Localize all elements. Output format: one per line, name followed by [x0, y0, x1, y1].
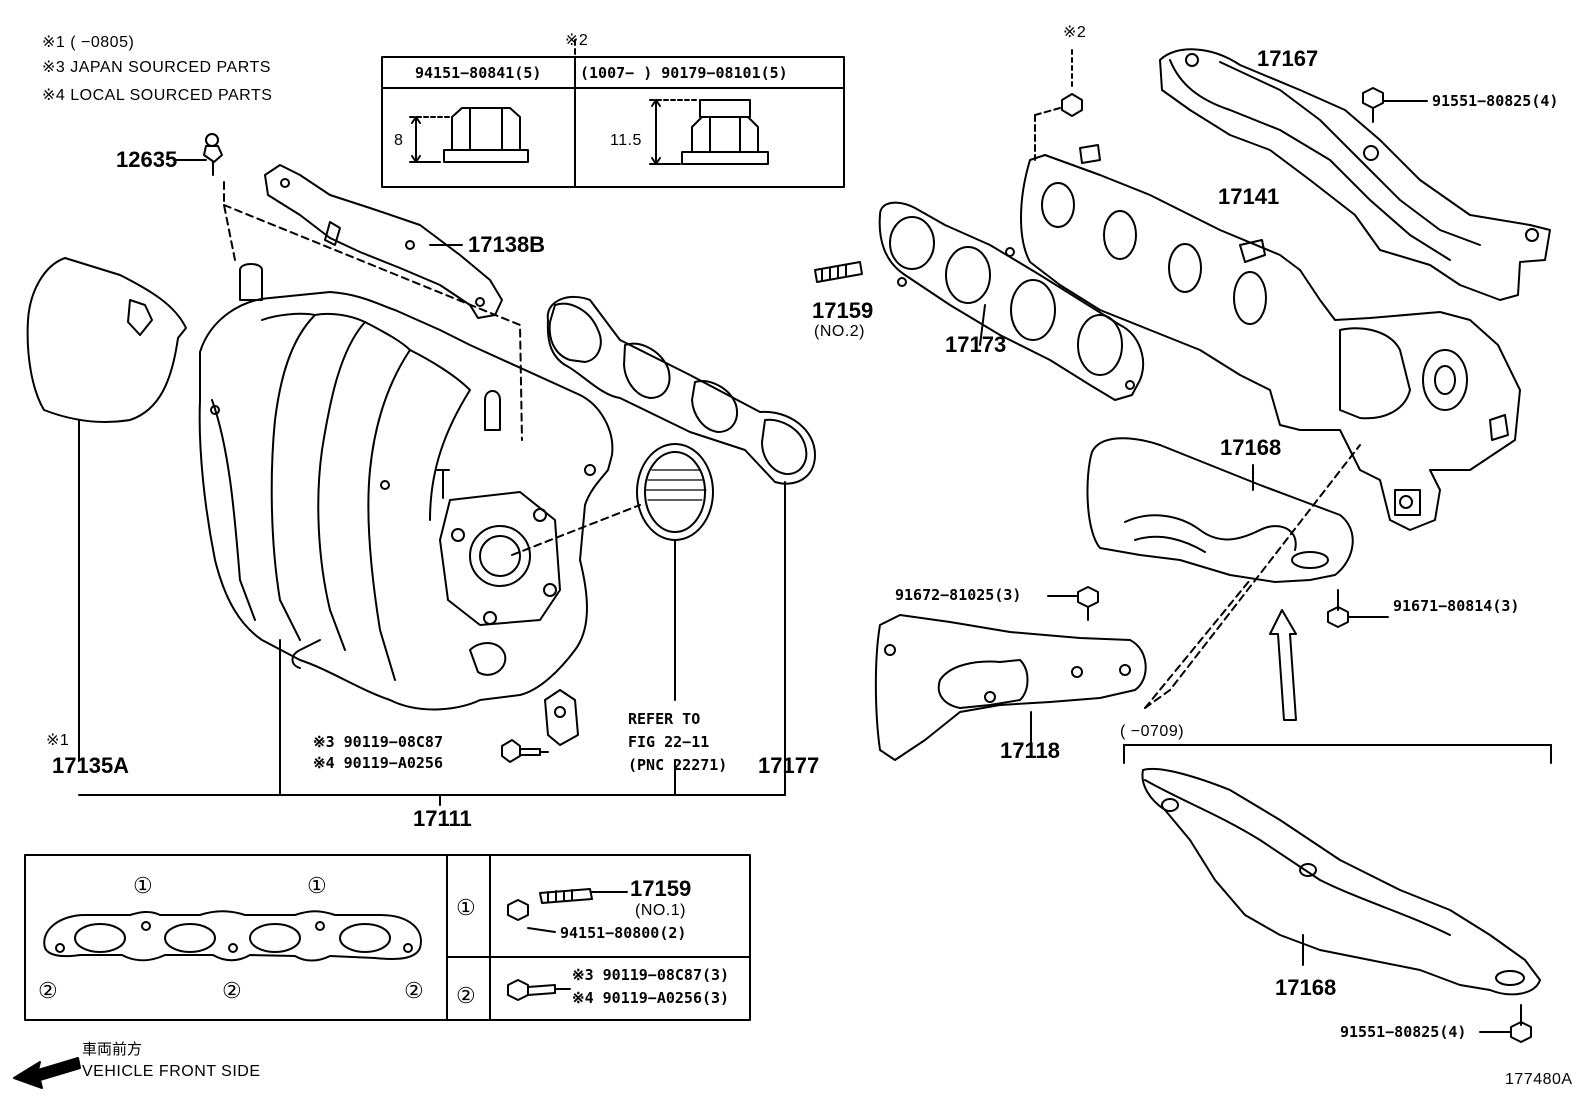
front-arrow-icon — [13, 1057, 81, 1089]
callout-17159: 17159 — [812, 298, 874, 323]
legend-circle-2c: ② — [404, 978, 424, 1003]
callout-91551-top: 91551−80825(4) — [1432, 92, 1559, 110]
refer-line-1: REFER TO — [628, 710, 701, 728]
note-1: ※1 ( −0805) — [42, 34, 135, 51]
legend-row-circle-2: ② — [456, 983, 476, 1008]
callout-17177: 17177 — [758, 753, 820, 778]
callout-17111: 17111 — [413, 806, 472, 831]
throttle-gasket-22271 — [511, 443, 714, 701]
callout-17168-top: 17168 — [1220, 435, 1282, 460]
nut-2-icon — [1061, 49, 1083, 117]
legend-bolt-a: ※3 90119−08C87(3) — [572, 966, 730, 984]
legend-circle-1a: ① — [133, 873, 153, 898]
flange-nut-icon — [409, 107, 529, 163]
note-4: ※4 LOCAL SOURCED PARTS — [42, 87, 273, 104]
callout-91551-bot: 91551−80825(4) — [1340, 1023, 1467, 1041]
up-arrow-icon — [1269, 609, 1297, 721]
stud-legend-box — [24, 854, 751, 1021]
engine-cover-17135a — [26, 257, 187, 761]
bolt-91671 — [1327, 589, 1389, 628]
stud-17159-no2 — [814, 261, 863, 283]
callout-17135a-mark: ※1 — [46, 732, 70, 749]
callout-91671: 91671−80814(3) — [1393, 597, 1520, 615]
refer-line-2: FIG 22−11 — [628, 733, 710, 751]
bolt-a-label: ※3 90119−08C87 — [313, 733, 443, 751]
nut-table-mark: ※2 — [565, 32, 589, 49]
legend-circle-2b: ② — [222, 978, 242, 1003]
date-0709: ( −0709) — [1120, 723, 1185, 740]
heat-insulator-17168-bot — [1141, 768, 1541, 996]
bolt-91551-bot — [1479, 1004, 1532, 1043]
exhaust-manifold-17141 — [1020, 107, 1521, 531]
legend-circle-1b: ① — [307, 873, 327, 898]
nut-table — [381, 39, 845, 188]
callout-17167: 17167 — [1257, 46, 1319, 71]
front-label: VEHICLE FRONT SIDE — [82, 1063, 261, 1080]
callout-17159-no2: (NO.2) — [814, 323, 865, 340]
callout-17135a: 17135A — [52, 753, 130, 778]
nut-right-part: (1007− ) 90179−08101(5) — [580, 64, 788, 82]
callout-17138b: 17138B — [468, 232, 546, 257]
legend-circle-2a: ② — [38, 978, 58, 1003]
tall-flange-nut-icon — [649, 99, 769, 165]
bolt-b-label: ※4 90119−A0256 — [313, 754, 443, 772]
nut-right-dim: 11.5 — [610, 132, 642, 149]
bolt-91551-top — [1362, 87, 1428, 123]
legend-nut-94151: 94151−80800(2) — [560, 924, 687, 942]
bolt-12635 — [175, 133, 523, 441]
nut-left-part: 94151−80841(5) — [415, 64, 542, 82]
callout-17118: 17118 — [1000, 738, 1060, 763]
callout-17168-bot: 17168 — [1275, 975, 1337, 1000]
callout-17173: 17173 — [945, 332, 1007, 357]
bracket-bolt-icon — [501, 739, 549, 763]
gasket-17177 — [546, 295, 816, 761]
assembly-bracket-17111 — [78, 759, 786, 806]
insulator-bracket-0709 — [1123, 744, 1552, 764]
nut-left-dim: 8 — [394, 132, 404, 149]
front-label-jp: 車両前方 — [82, 1040, 143, 1058]
heat-insulator-17168-top — [1086, 437, 1354, 583]
nut-mark-2: ※2 — [1063, 24, 1087, 41]
bracket-17118 — [874, 444, 1361, 761]
callout-12635: 12635 — [116, 147, 178, 172]
legend-row-circle-1: ① — [456, 895, 476, 920]
callout-17141: 17141 — [1218, 184, 1280, 209]
legend-part-no1: (NO.1) — [635, 902, 686, 919]
callout-91672: 91672−81025(3) — [895, 586, 1022, 604]
legend-bolt-b: ※4 90119−A0256(3) — [572, 989, 730, 1007]
intake-manifold-17111 — [198, 263, 614, 796]
refer-line-3: (PNC 22271) — [628, 756, 728, 774]
heat-insulator-17167 — [1159, 48, 1551, 301]
note-3: ※3 JAPAN SOURCED PARTS — [42, 59, 271, 76]
gasket-17173 — [878, 201, 1145, 401]
figure-id: 177480A — [1505, 1071, 1573, 1088]
bolt-91672 — [1047, 586, 1099, 621]
legend-part-17159: 17159 — [630, 876, 692, 901]
